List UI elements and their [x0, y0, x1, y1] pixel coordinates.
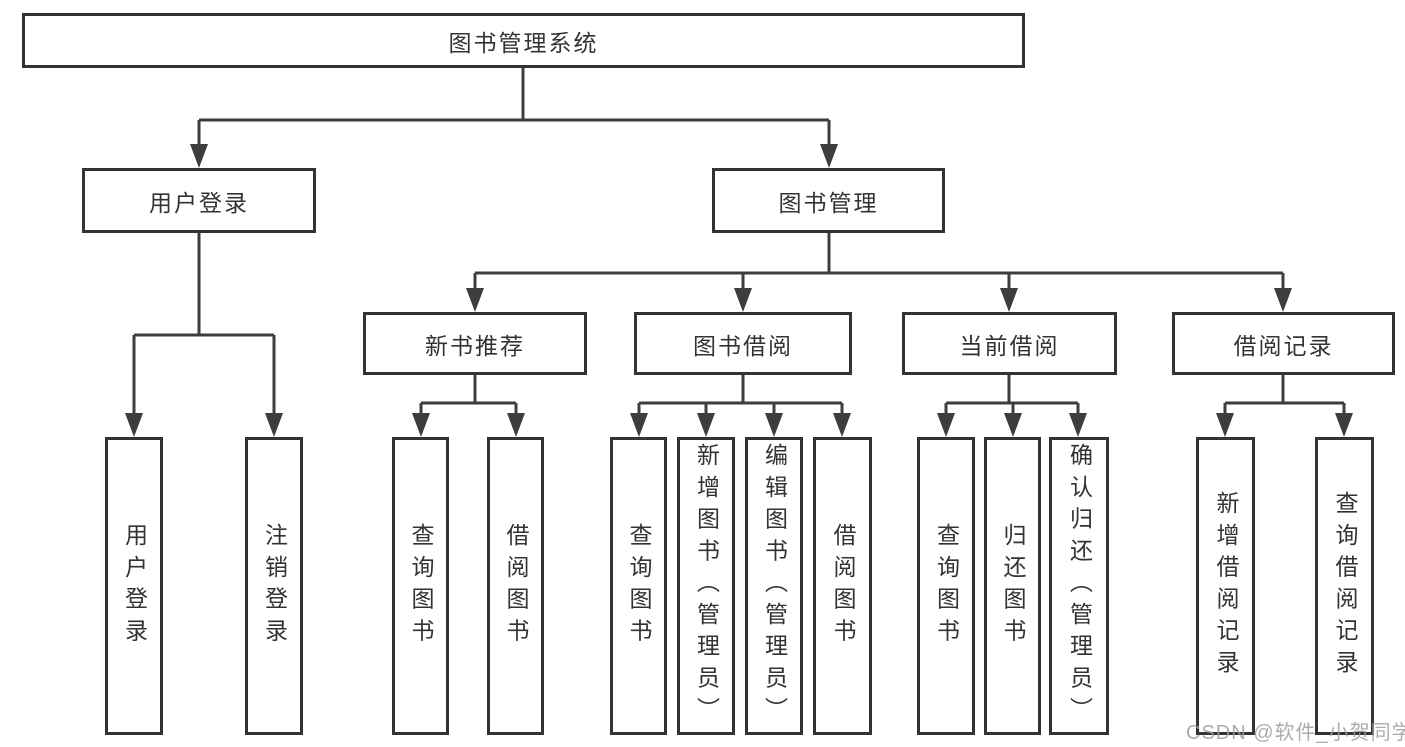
leaf-return-book: 归还图书: [984, 437, 1041, 735]
leaf-newrec-query-book: 查询图书: [392, 437, 449, 735]
leaf-query-borrow-record: 查询借阅记录: [1315, 437, 1374, 735]
leaf-query-borrow-record-label: 查询借阅记录: [1332, 490, 1358, 682]
leaf-newrec-borrow-book: 借阅图书: [487, 437, 544, 735]
connector-current-borrow-children: [937, 375, 1087, 437]
node-new-book-rec: 新书推荐: [363, 312, 587, 375]
leaf-borrow-borrow-book: 借阅图书: [813, 437, 872, 735]
leaf-add-book-admin-label: 新增图书（管理员）: [693, 443, 720, 729]
node-book-mgmt: 图书管理: [712, 168, 945, 233]
node-borrow-records-label: 借阅记录: [1233, 332, 1334, 359]
leaf-edit-book-admin: 编辑图书（管理员）: [745, 437, 803, 735]
node-book-borrow: 图书借阅: [634, 312, 852, 375]
leaf-user-login-label: 用户登录: [121, 522, 148, 650]
node-user-login-label: 用户登录: [149, 189, 249, 216]
node-root-system: 图书管理系统: [22, 13, 1025, 68]
node-borrow-records: 借阅记录: [1172, 312, 1395, 375]
leaf-add-borrow-record-label: 新增借阅记录: [1213, 490, 1239, 682]
leaf-newrec-borrow-book-label: 借阅图书: [503, 522, 529, 650]
leaf-borrow-borrow-book-label: 借阅图书: [830, 522, 856, 650]
connector-book-borrow-children: [630, 375, 851, 437]
connector-user-login-children: [125, 233, 283, 437]
leaf-current-query-book-label: 查询图书: [933, 522, 960, 650]
connector-book-mgmt-to-level3: [466, 233, 1292, 312]
connector-root-to-level2: [190, 68, 838, 168]
node-root-system-label: 图书管理系统: [448, 29, 599, 56]
leaf-user-login: 用户登录: [105, 437, 163, 735]
leaf-logout-label: 注销登录: [261, 522, 288, 650]
leaf-edit-book-admin-label: 编辑图书（管理员）: [761, 443, 788, 729]
csdn-watermark: CSDN @软件_小贺同学: [1186, 722, 1405, 744]
leaf-logout: 注销登录: [245, 437, 303, 735]
leaf-add-book-admin: 新增图书（管理员）: [677, 437, 735, 735]
node-new-book-rec-label: 新书推荐: [425, 332, 525, 359]
node-current-borrow: 当前借阅: [902, 312, 1117, 375]
node-user-login: 用户登录: [82, 168, 316, 233]
connector-new-book-rec-children: [412, 375, 525, 437]
leaf-confirm-return-admin: 确认归还（管理员）: [1049, 437, 1109, 735]
connector-borrow-records-children: [1216, 375, 1353, 437]
node-book-borrow-label: 图书借阅: [693, 332, 793, 359]
leaf-newrec-query-book-label: 查询图书: [408, 522, 434, 650]
leaf-return-book-label: 归还图书: [1000, 522, 1026, 650]
leaf-confirm-return-admin-label: 确认归还（管理员）: [1066, 443, 1093, 729]
leaf-borrow-query-book-label: 查询图书: [626, 522, 652, 650]
leaf-current-query-book: 查询图书: [917, 437, 975, 735]
node-current-borrow-label: 当前借阅: [959, 332, 1060, 359]
node-book-mgmt-label: 图书管理: [778, 189, 879, 216]
leaf-borrow-query-book: 查询图书: [610, 437, 667, 735]
leaf-add-borrow-record: 新增借阅记录: [1196, 437, 1255, 735]
